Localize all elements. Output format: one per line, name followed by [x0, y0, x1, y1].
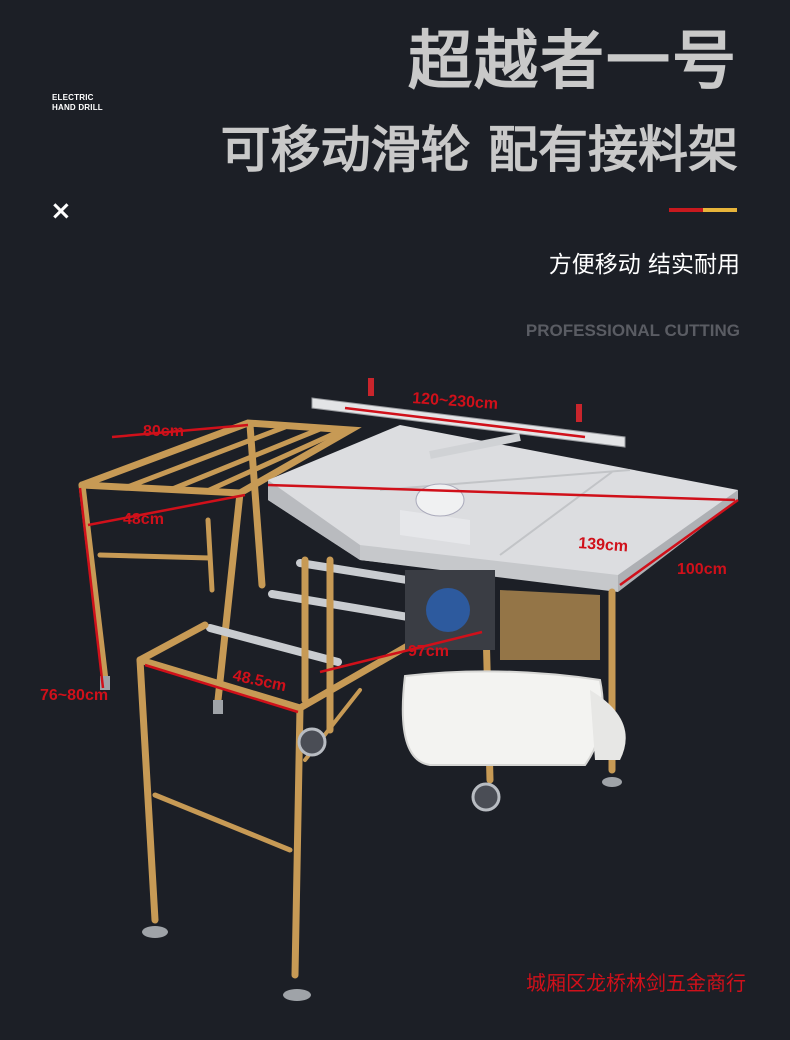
dim-main-depth: 100cm — [677, 561, 727, 578]
shop-name: 城厢区龙桥林剑五金商行 — [526, 971, 746, 995]
dim-main-width: 139cm — [578, 535, 629, 555]
main-table — [268, 425, 738, 592]
dim-fence-length: 120~230cm — [412, 390, 499, 413]
brand-line-2: HAND DRILL — [52, 103, 103, 112]
dim-left-table-width: 80cm — [143, 423, 184, 440]
dimension-labels: 120~230cm 80cm 48cm 139cm 100cm 97cm 48.… — [40, 390, 727, 704]
caster-wheels — [297, 727, 501, 812]
dim-left-table-depth: 48cm — [123, 511, 164, 528]
saw-body — [405, 570, 600, 660]
dim-rail-length: 97cm — [408, 643, 449, 660]
english-caption: PROFESSIONAL CUTTING — [525, 321, 740, 340]
dust-bag — [401, 670, 626, 766]
page-subtitle: 可移动滑轮 配有接料架 — [220, 121, 738, 179]
front-rack-feet — [142, 777, 622, 1001]
dimension-lines — [78, 406, 739, 714]
page-title: 超越者一号 — [408, 25, 738, 99]
close-icon: × — [50, 196, 72, 226]
front-rack-frame — [136, 556, 616, 979]
accent-bar-yellow — [703, 208, 737, 212]
left-outfeed-table — [78, 419, 362, 704]
accent-bar-red — [669, 208, 703, 212]
accent-bar — [669, 208, 737, 212]
left-table-feet — [100, 676, 223, 714]
brand-label: ELECTRIC HAND DRILL — [52, 93, 103, 113]
dim-height: 76~80cm — [40, 687, 108, 704]
brand-line-1: ELECTRIC — [52, 93, 94, 102]
tagline: 方便移动 结实耐用 — [548, 252, 740, 278]
